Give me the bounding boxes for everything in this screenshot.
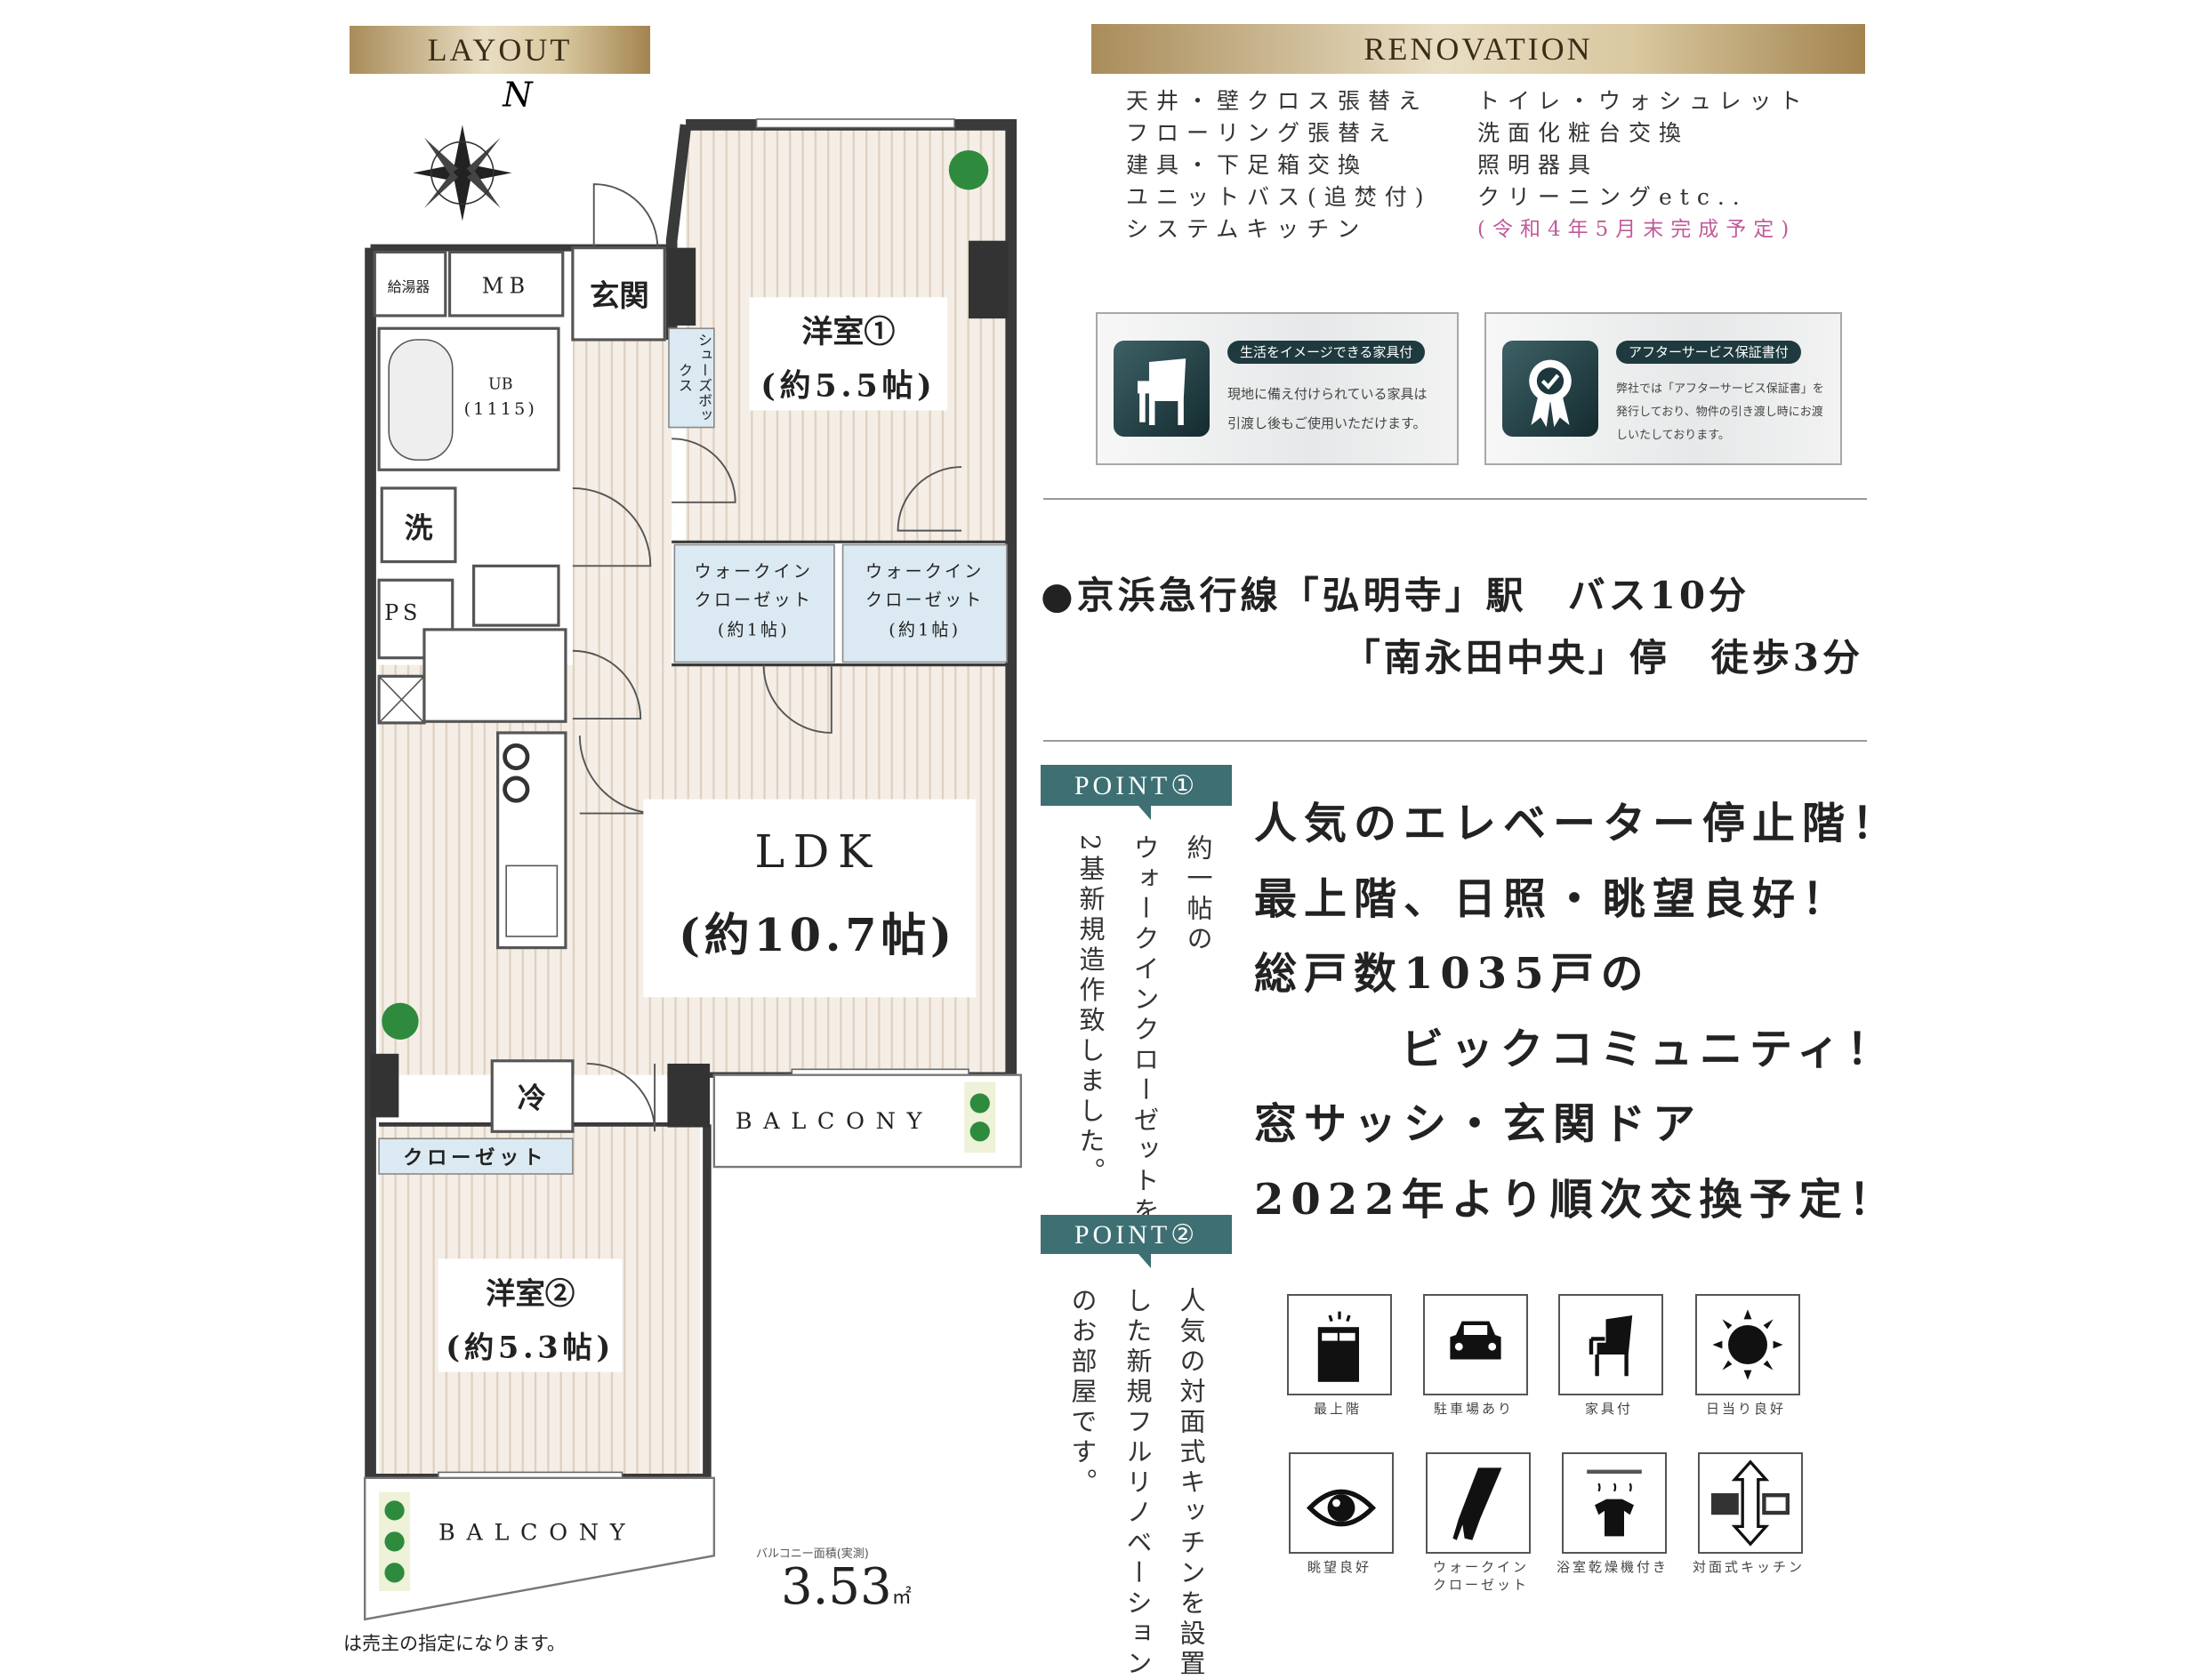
balcony-area-label: バルコニー面積(実測): [756, 1547, 869, 1561]
furniture-card: 生活をイメージできる家具付 現地に備え付けられている家具は引渡し後もご使用いただ…: [1096, 312, 1459, 465]
svg-text:N: N: [502, 76, 534, 115]
renovation-banner: RENOVATION: [1091, 24, 1865, 74]
svg-text:クローゼット: クローゼット: [865, 591, 984, 610]
sun-icon: [1695, 1294, 1800, 1395]
shoe-box-label: シューズボックス: [676, 333, 712, 423]
car-icon: [1423, 1294, 1528, 1395]
ldk-size: (約10.7帖): [679, 908, 956, 961]
closet-label: クローゼット: [403, 1146, 547, 1170]
washroom-label: 洗: [405, 512, 433, 545]
balcony-bottom-label: BALCONY: [438, 1519, 636, 1546]
boot-icon: [1426, 1452, 1531, 1554]
ub-label: UB: [488, 376, 513, 394]
access-line-1: ●京浜急行線「弘明寺」駅 バス10分: [1041, 574, 1750, 617]
completion-note: (令和4年5月末完成予定): [1477, 218, 1797, 241]
point-2-badge: POINT②: [1041, 1215, 1232, 1268]
divider: [1043, 740, 1867, 742]
footnote: は売主の指定になります。: [343, 1633, 566, 1654]
top-floor-icon: [1287, 1294, 1392, 1395]
ps-label: PS: [384, 600, 422, 625]
svg-text:ウォークイン: ウォークイン: [695, 562, 813, 582]
entrance-label: 玄関: [590, 278, 649, 313]
access-line-2: 「南永田中央」停 徒歩3分: [1342, 636, 1863, 679]
svg-text:クローゼット: クローゼット: [695, 591, 813, 610]
award-ribbon-icon: [1502, 341, 1598, 437]
ub-size: (1115): [464, 399, 537, 419]
balcony-top-label: BALCONY: [736, 1107, 933, 1134]
point-1-badge: POINT①: [1041, 765, 1232, 820]
renovation-list-left: 天井・壁クロス張替え フローリング張替え 建具・下足箱交換 ユニットバス(追焚付…: [1126, 88, 1432, 242]
water-heater-label: 給湯器: [388, 278, 430, 295]
renovation-list-right: トイレ・ウォシュレット 洗面化粧台交換 照明器具 クリーニングetc.. (令和…: [1477, 85, 1810, 245]
compass-icon: N: [413, 76, 534, 221]
western-room-2-label: 洋室②: [486, 1276, 575, 1311]
highlights: 人気のエレベーター停止階！ 最上階、日照・眺望良好！ 総戸数1035戸の ビック…: [1254, 799, 1902, 1225]
western-room-1-size: (約5.5帖): [760, 368, 936, 405]
divider: [1043, 498, 1867, 500]
mb-label: MB: [482, 274, 531, 299]
balcony-area: 3.53㎡: [781, 1558, 912, 1616]
bathroom-dryer-icon: [1562, 1452, 1667, 1554]
western-room-1-label: 洋室①: [801, 314, 895, 350]
layout-banner: LAYOUT: [350, 26, 650, 74]
svg-text:(約1帖): (約1帖): [718, 620, 790, 639]
plant-icon: [382, 149, 990, 1583]
chair-icon: [1114, 341, 1210, 437]
svg-text:ウォークイン: ウォークイン: [865, 562, 984, 582]
western-room-2-size: (約5.3帖): [446, 1330, 615, 1365]
eye-icon: [1289, 1452, 1394, 1554]
open-kitchen-icon: [1698, 1452, 1803, 1554]
warranty-card: アフターサービス保証書付 弊社では「アフターサービス保証書」を発行しており、物件…: [1484, 312, 1842, 465]
chair-icon: [1558, 1294, 1663, 1395]
svg-text:(約1帖): (約1帖): [889, 620, 961, 639]
ldk-label: LDK: [754, 825, 880, 878]
fridge-label: 冷: [518, 1081, 546, 1114]
